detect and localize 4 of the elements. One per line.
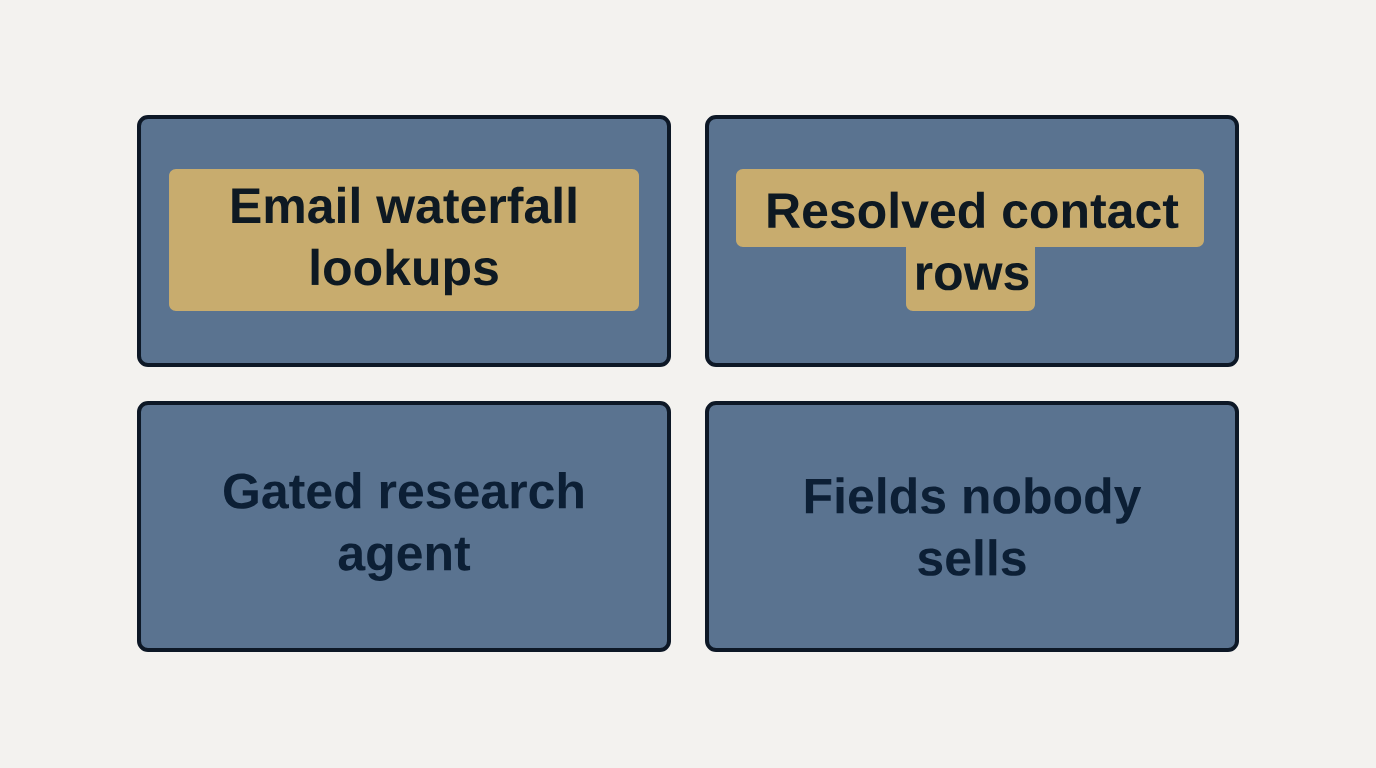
panel-box: Fields nobody sells: [705, 401, 1239, 652]
panel-box: Gated research agent: [137, 401, 671, 652]
panel-box: Email waterfall lookups: [137, 115, 671, 367]
panel-box: Resolved contact rows: [705, 115, 1239, 367]
